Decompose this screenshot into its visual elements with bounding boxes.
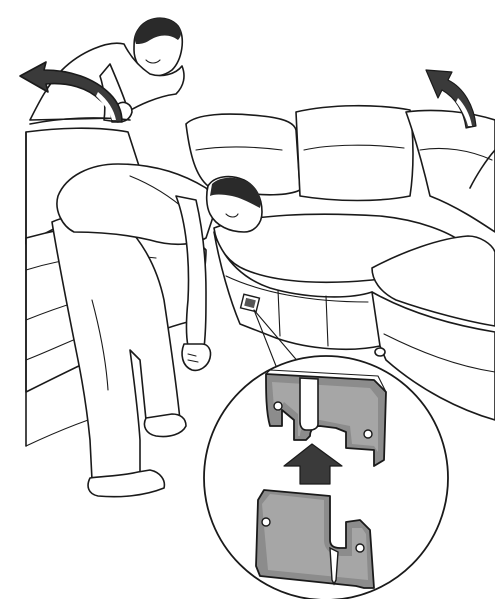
upper-bracket-hole-left [274,402,282,410]
lower-bracket-hole-left [262,518,270,526]
lower-bracket-hole-right [356,544,364,552]
person-front-hand [182,344,210,370]
sofa-back-cushion-right [406,110,495,232]
upper-bracket-slot [300,378,318,430]
upper-bracket-hole-right [364,430,372,438]
sofa-leg [375,348,385,356]
person-front-shoe-right [144,414,186,437]
sofa-back-cushion-middle [296,106,413,201]
